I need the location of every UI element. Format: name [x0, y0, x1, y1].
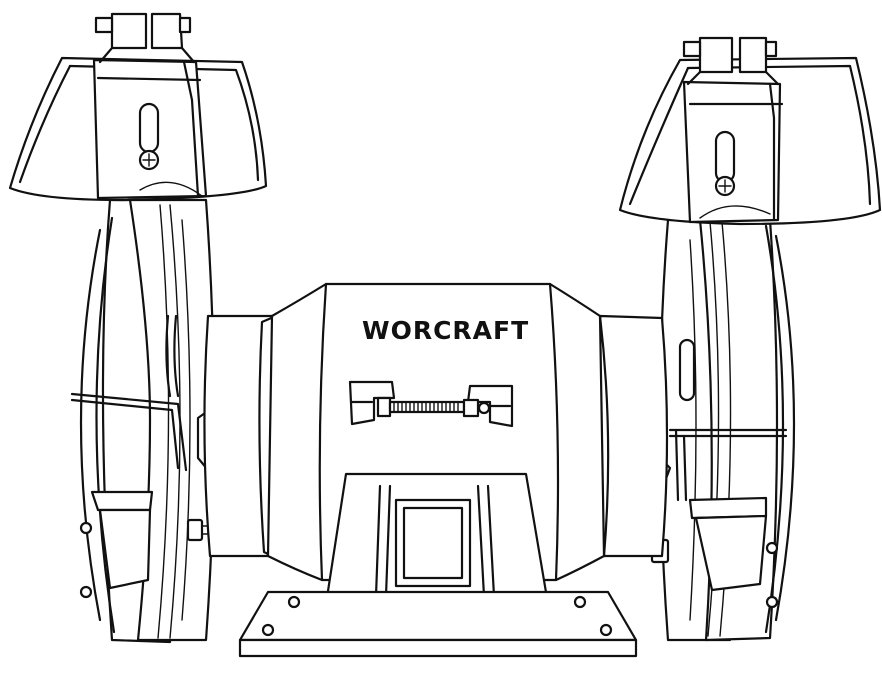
base-stand: [238, 472, 638, 658]
brand-logo-text: WORCRAFT: [362, 316, 529, 345]
spindle-bolt: [348, 380, 514, 428]
right-eye-shield: [618, 36, 882, 226]
left-eye-shield: [8, 12, 268, 202]
